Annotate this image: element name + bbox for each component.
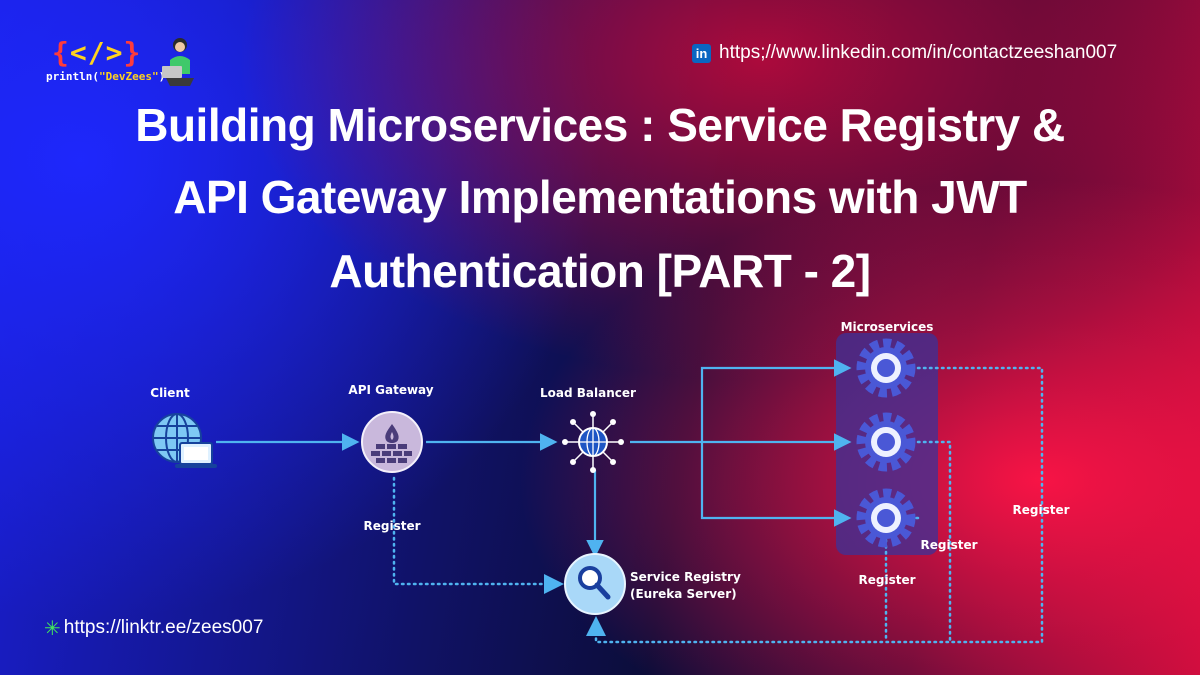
balancer-to-service-3-arrow [700,442,852,527]
eureka-server-label: (Eureka Server) [630,587,737,601]
microservices-label: Microservices [841,320,934,334]
balancer-to-service-1-arrow [700,359,852,442]
brand-tagline: println("DevZees") [46,70,166,83]
load-balancer-label: Load Balancer [540,386,636,400]
title-line-1: Building Microservices : Service Registr… [135,99,1065,151]
client-globe-laptop-icon [152,413,217,468]
service-1-register-line [586,366,1044,644]
gateway-register-label: Register [363,519,420,533]
api-gateway-firewall-icon [361,411,423,473]
service-2-register-label: Register [920,538,977,552]
linkedin-icon: in [692,43,711,63]
title-line-3: Authentication [PART - 2] [329,245,871,297]
client-label: Client [150,386,190,400]
linktree-asterisk-icon: ✳ [44,616,61,640]
service-registry-label: Service Registry [630,570,741,584]
service-2-register-line [916,440,952,644]
title-line-2: API Gateway Implementations with JWT [173,171,1027,223]
service-3-register-label: Register [858,573,915,587]
service-registry-search-icon [564,553,626,615]
brand-code-glyph: {</>} [52,36,142,69]
linkedin-url: https;//www.linkedin.com/in/contactzeesh… [719,42,1118,63]
load-balancer-network-icon [562,411,624,473]
linktree-link[interactable]: ✳ https://linktr.ee/zees007 [44,617,263,639]
linktree-url: https://linktr.ee/zees007 [63,617,264,638]
api-gateway-label: API Gateway [348,383,433,397]
service-1-register-label: Register [1012,503,1069,517]
devzees-logo: {</>} println("DevZees") [44,36,204,92]
linkedin-link[interactable]: in https;//www.linkedin.com/in/contactze… [692,42,1117,64]
gateway-register-line [392,476,564,594]
developer-laptop-icon [162,38,194,86]
